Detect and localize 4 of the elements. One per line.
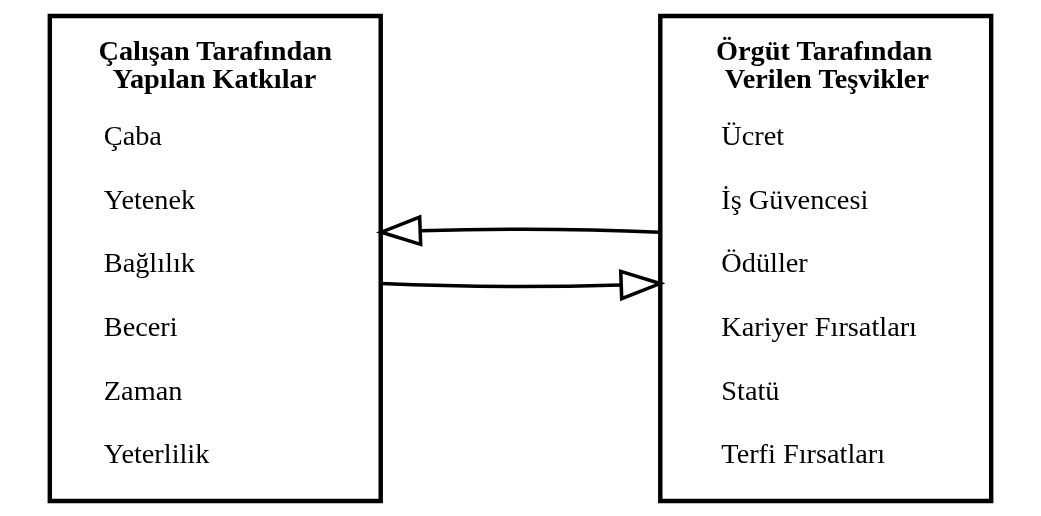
arrow	[375, 214, 661, 247]
arrow	[381, 268, 666, 301]
node-box: Örgüt Tarafından Verilen Teşvikler Ücret İş Güvencesi Ödüller Kariyer Fırsatları Statü Terfi Fırsatları	[658, 13, 994, 503]
node-box: Çalışan Tarafından Yapılan Katkılar Çaba Yetenek Bağlılık Beceri Zaman Yeterlilik	[47, 13, 383, 503]
